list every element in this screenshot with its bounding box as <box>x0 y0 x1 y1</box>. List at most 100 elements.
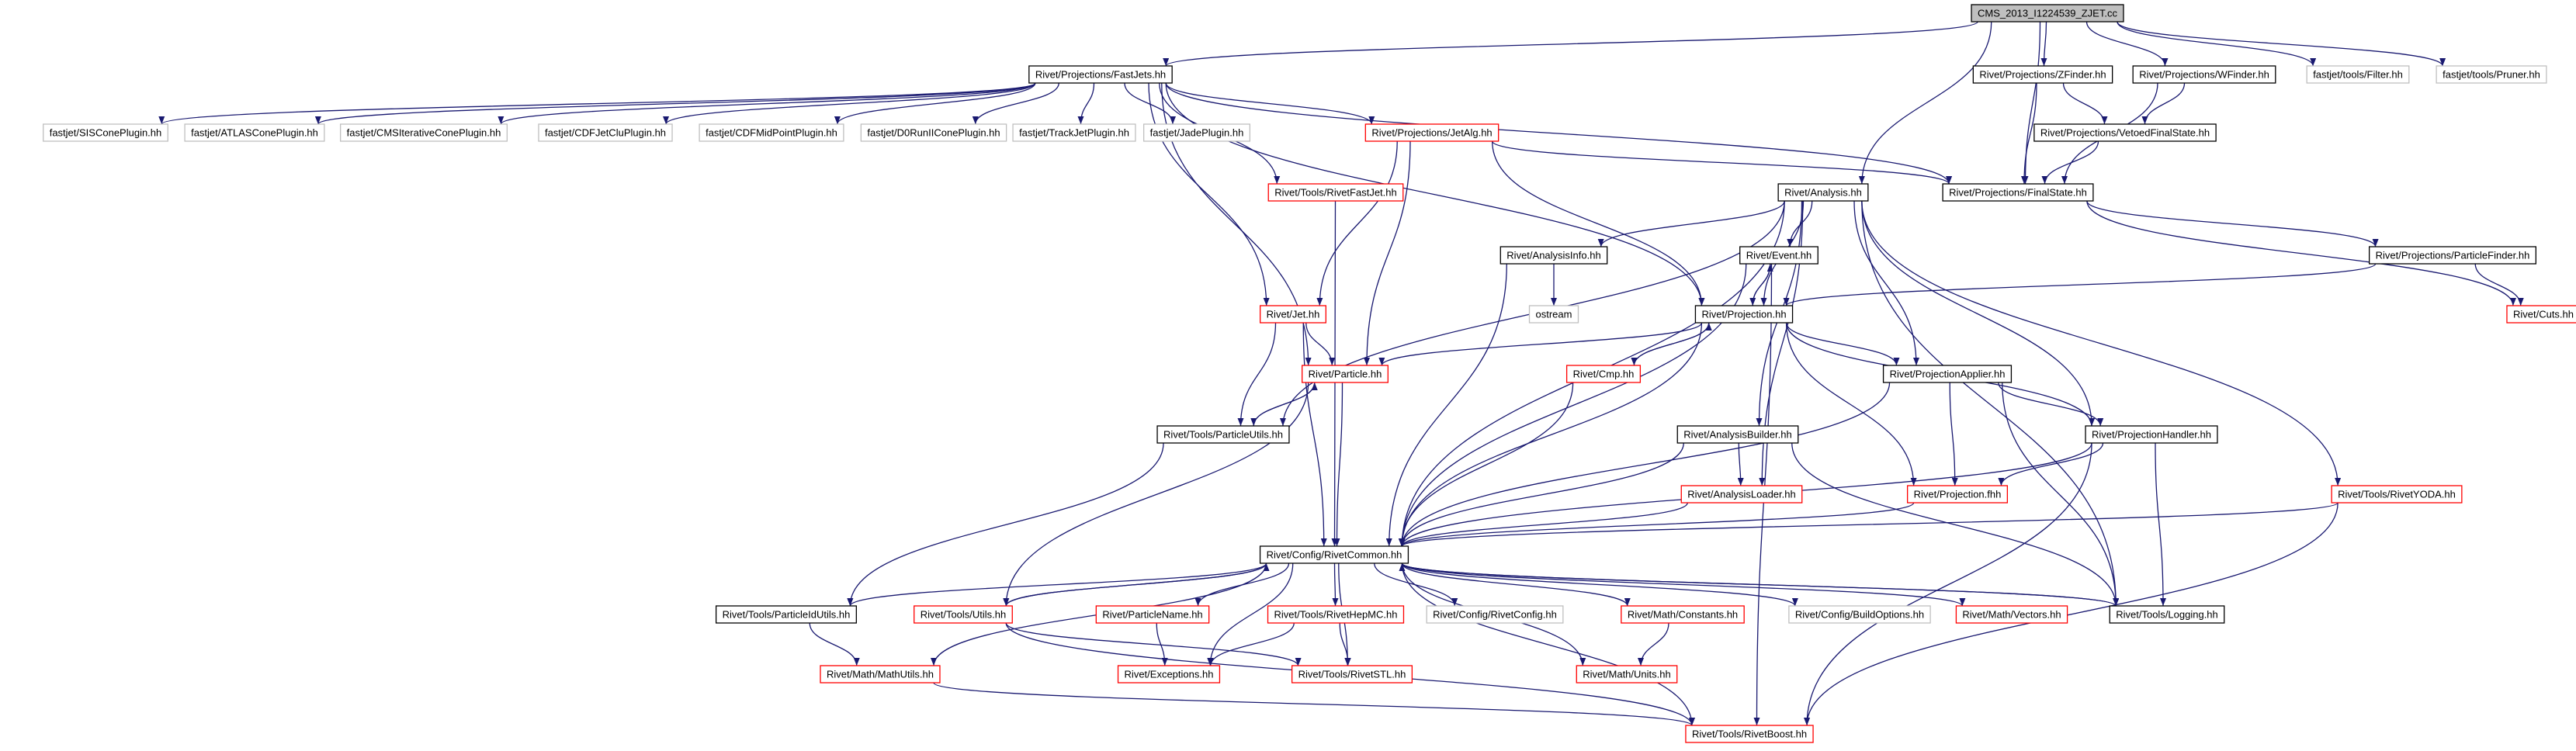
edge-line <box>2041 140 2099 185</box>
edge-zfinder-to-finalstate <box>2021 82 2037 185</box>
node-d0run2[interactable]: fastjet/D0RunIIConePlugin.hh <box>860 123 1007 142</box>
node-box <box>2368 246 2537 265</box>
edge-analysis-to-analysisinfo <box>1597 200 1785 247</box>
node-zfinder[interactable]: Rivet/Projections/ZFinder.hh <box>1972 65 2113 84</box>
node-analysisinfo[interactable]: Rivet/AnalysisInfo.hh <box>1499 246 1608 265</box>
node-vectors[interactable]: Rivet/Math/Vectors.hh <box>1955 605 2068 624</box>
node-box <box>1972 65 2113 84</box>
node-rivetstl[interactable]: Rivet/Tools/RivetSTL.hh <box>1291 665 1413 684</box>
node-rivetconfig[interactable]: Rivet/Config/RivetConfig.hh <box>1426 605 1564 624</box>
node-box <box>1291 665 1413 684</box>
edge-projapplier-to-logging <box>2002 382 2120 607</box>
edge-line <box>2086 200 2516 306</box>
node-label: Rivet/Tools/Utils.hh <box>920 609 1007 621</box>
node-box <box>2033 123 2217 142</box>
node-cmsiter[interactable]: fastjet/CMSIterativeConePlugin.hh <box>339 123 508 142</box>
node-atlascone[interactable]: fastjet/ATLASConePlugin.hh <box>184 123 325 142</box>
edge-jetalg-to-projection <box>1492 140 1705 306</box>
node-trackjet[interactable]: fastjet/TrackJetPlugin.hh <box>1012 123 1136 142</box>
node-event[interactable]: Rivet/Event.hh <box>1739 246 1818 265</box>
edge-projection-to-rivetcommon <box>1399 322 1703 547</box>
node-label: Rivet/AnalysisBuilder.hh <box>1683 429 1791 441</box>
node-box <box>43 123 168 142</box>
edge-jet-to-particleutils <box>1237 322 1277 427</box>
edge-mathutils-to-rivetboost <box>933 682 1695 726</box>
node-box <box>1739 246 1818 265</box>
edge-line <box>1148 82 1270 306</box>
node-analysis[interactable]: Rivet/Analysis.hh <box>1777 183 1869 202</box>
edge-particleutils-to-particle <box>1253 382 1318 427</box>
node-units[interactable]: Rivet/Math/Units.hh <box>1576 665 1678 684</box>
node-exceptions[interactable]: Rivet/Exceptions.hh <box>1117 665 1221 684</box>
node-wfinder[interactable]: Rivet/Projections/WFinder.hh <box>2132 65 2276 84</box>
node-buildoptions[interactable]: Rivet/Config/BuildOptions.hh <box>1788 605 1931 624</box>
edge-projhandler-to-rivetboost <box>1804 442 2092 726</box>
node-box <box>1882 365 2013 383</box>
node-pruner[interactable]: fastjet/tools/Pruner.hh <box>2436 65 2547 84</box>
node-projhandler[interactable]: Rivet/ProjectionHandler.hh <box>2085 425 2218 444</box>
node-constants[interactable]: Rivet/Math/Constants.hh <box>1621 605 1745 624</box>
node-finalstate[interactable]: Rivet/Projections/FinalState.hh <box>1942 183 2094 202</box>
edge-analysisbuilder-to-logging <box>1791 442 2120 607</box>
node-vetoedfs[interactable]: Rivet/Projections/VetoedFinalState.hh <box>2033 123 2217 142</box>
node-jade[interactable]: fastjet/JadePlugin.hh <box>1142 123 1251 142</box>
edge-particle-to-utils <box>1003 382 1309 607</box>
edge-line <box>1332 562 1339 607</box>
node-box <box>1012 123 1136 142</box>
node-particleutils[interactable]: Rivet/Tools/ParticleUtils.hh <box>1156 425 1290 444</box>
node-box <box>1528 305 1579 324</box>
node-analysisloader[interactable]: Rivet/AnalysisLoader.hh <box>1680 485 1803 504</box>
node-particleidutils[interactable]: Rivet/Tools/ParticleIdUtils.hh <box>715 605 858 624</box>
edge-line <box>1003 382 1309 607</box>
node-box <box>1426 605 1564 624</box>
edge-line <box>1005 562 1270 607</box>
node-cdfmidpoint[interactable]: fastjet/CDFMidPointPlugin.hh <box>699 123 844 142</box>
edge-fastjets-to-cmsiter <box>498 82 1036 125</box>
edge-fastjets-to-siscone <box>158 82 1036 125</box>
node-cdfjetclu[interactable]: fastjet/CDFJetCluPlugin.hh <box>538 123 673 142</box>
node-rivethepmc[interactable]: Rivet/Tools/RivetHepMC.hh <box>1267 605 1405 624</box>
node-fastjets[interactable]: Rivet/Projections/FastJets.hh <box>1028 65 1173 84</box>
node-filter[interactable]: fastjet/tools/Filter.hh <box>2306 65 2410 84</box>
node-utils[interactable]: Rivet/Tools/Utils.hh <box>914 605 1013 624</box>
node-mathutils[interactable]: Rivet/Math/MathUtils.hh <box>820 665 941 684</box>
node-jetalg[interactable]: Rivet/Projections/JetAlg.hh <box>1364 123 1499 142</box>
node-rivetcommon[interactable]: Rivet/Config/RivetCommon.hh <box>1259 545 1409 564</box>
node-particle[interactable]: Rivet/Particle.hh <box>1302 365 1389 383</box>
edge-rivetyoda-to-rivetboost <box>1804 502 2339 726</box>
edge-line <box>1399 502 1915 547</box>
node-label: Rivet/Tools/RivetFastJet.hh <box>1274 187 1397 199</box>
edge-line <box>1385 263 1507 547</box>
node-label: Rivet/Tools/RivetHepMC.hh <box>1274 609 1398 621</box>
node-rivetboost[interactable]: Rivet/Tools/RivetBoost.hh <box>1685 725 1814 743</box>
node-jet[interactable]: Rivet/Jet.hh <box>1260 305 1326 324</box>
node-particlename[interactable]: Rivet/ParticleName.hh <box>1095 605 1210 624</box>
node-ostream[interactable]: ostream <box>1528 305 1579 324</box>
node-box <box>914 605 1013 624</box>
edge-utils-to-rivetstl <box>1005 622 1302 666</box>
node-cuts[interactable]: Rivet/Cuts.hh <box>2506 305 2576 324</box>
edge-line <box>1861 200 2120 607</box>
node-particlefinder[interactable]: Rivet/Projections/ParticleFinder.hh <box>2368 246 2537 265</box>
node-projfhh[interactable]: Rivet/Projection.fhh <box>1906 485 2009 504</box>
node-analysisbuilder[interactable]: Rivet/AnalysisBuilder.hh <box>1676 425 1799 444</box>
node-logging[interactable]: Rivet/Tools/Logging.hh <box>2109 605 2225 624</box>
edge-fastjets-to-d0run2 <box>972 82 1059 125</box>
edge-root-to-finalstate <box>2022 21 2041 185</box>
node-box <box>2436 65 2547 84</box>
edge-fastjets-to-jet <box>1148 82 1270 306</box>
node-cmp[interactable]: Rivet/Cmp.hh <box>1565 365 1642 383</box>
edge-rivetcommon-to-vectors <box>1401 562 1966 607</box>
node-rivetyoda[interactable]: Rivet/Tools/RivetYODA.hh <box>2331 485 2463 504</box>
node-siscone[interactable]: fastjet/SISConePlugin.hh <box>43 123 168 142</box>
node-projapplier[interactable]: Rivet/ProjectionApplier.hh <box>1882 365 2013 383</box>
edge-cmp-to-rivetcommon <box>1398 382 1574 547</box>
node-label: Rivet/Jet.hh <box>1267 309 1320 320</box>
node-root[interactable]: CMS_2013_I1224539_ZJET.cc <box>1971 4 2124 22</box>
node-rivetfastjet[interactable]: Rivet/Tools/RivetFastJet.hh <box>1267 183 1404 202</box>
node-box <box>1685 725 1814 743</box>
node-projection[interactable]: Rivet/Projection.hh <box>1694 305 1794 324</box>
node-label: Rivet/Projection.fhh <box>1914 489 2002 500</box>
node-label: Rivet/Tools/RivetYODA.hh <box>2338 489 2456 500</box>
edge-jetalg-to-finalstate <box>1492 140 1952 185</box>
